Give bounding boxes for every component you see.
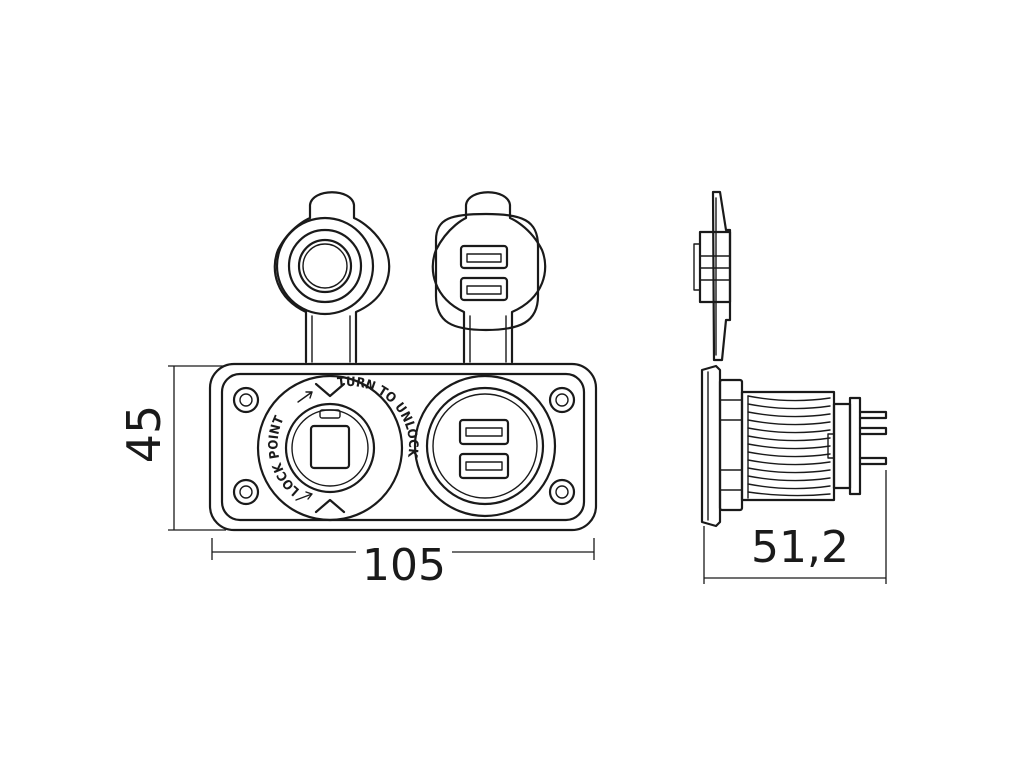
width-value: 105 [362, 540, 446, 591]
depth-value: 51,2 [751, 522, 849, 573]
dimension-depth: 51,2 [703, 470, 887, 584]
usb-socket [413, 374, 557, 518]
side-view [693, 190, 888, 528]
height-value: 45 [117, 405, 171, 464]
usb-cover-cap [431, 191, 547, 364]
dimension-height: 45 [117, 365, 226, 531]
socket-cover-cap [273, 191, 391, 364]
dimension-width: 105 [211, 538, 595, 591]
front-view: LOCK POINT TURN TO UNLOCK [208, 191, 598, 532]
